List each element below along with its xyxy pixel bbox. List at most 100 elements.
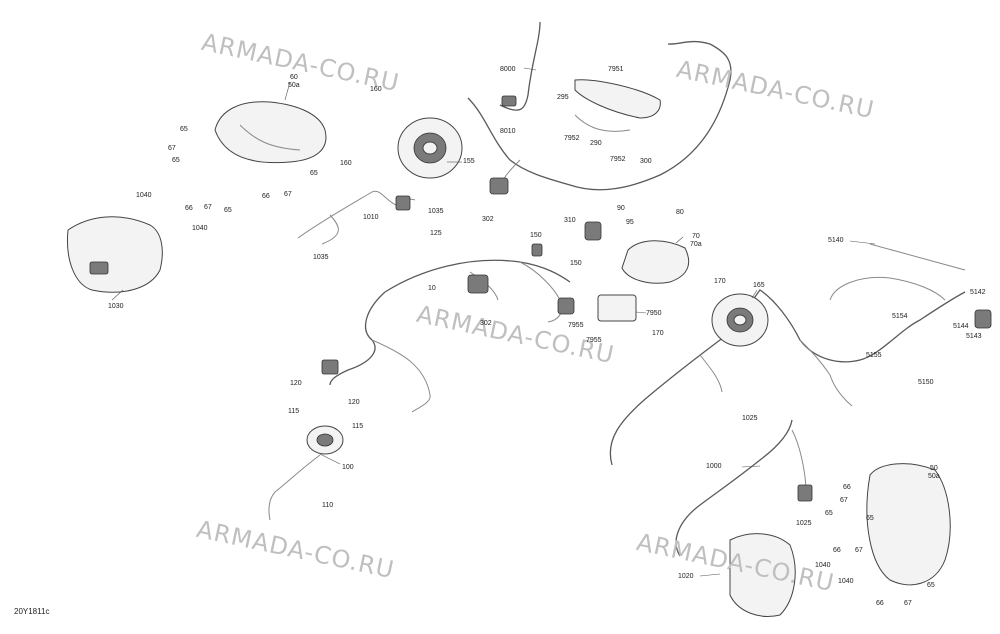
callout: 1030 (108, 303, 124, 310)
callout: 66 (876, 600, 884, 607)
callout: 7955 (586, 337, 602, 344)
harness-8000 (499, 21, 541, 111)
callout: 5150 (918, 379, 934, 386)
console-1020 (729, 533, 796, 617)
callout: 7951 (608, 66, 624, 73)
callout: 67 (204, 204, 212, 211)
callout: 300 (640, 158, 652, 165)
callout: 7952 (610, 156, 626, 163)
callout: 100 (342, 464, 354, 471)
callout: 115 (352, 423, 364, 430)
callout: 95 (626, 219, 634, 226)
callout: 5142 (970, 289, 986, 296)
antenna-5140 (869, 243, 966, 271)
callout: 115 (288, 408, 300, 415)
callout: 50 (930, 465, 938, 472)
harness-5150 (609, 289, 966, 466)
switch-310 (584, 221, 602, 241)
callout: 65 (224, 207, 232, 214)
callout: 65 (172, 157, 180, 164)
callout: 65 (825, 510, 833, 517)
callout: 7950 (646, 310, 662, 317)
harness-300 (467, 40, 732, 191)
callout: 160 (340, 160, 352, 167)
main-harness-branch (329, 291, 386, 386)
callout: 5144 (953, 323, 969, 330)
callout: 1035 (313, 254, 329, 261)
callout: 66 (833, 547, 841, 554)
connector-150 (531, 243, 543, 257)
callout: 1040 (136, 192, 152, 199)
callout: 65 (310, 170, 318, 177)
callout: 120 (348, 399, 360, 406)
module-70 (621, 240, 690, 284)
callout: 155 (463, 158, 475, 165)
callout: 5140 (828, 237, 844, 244)
callout: 302 (480, 320, 492, 327)
callout: 5155 (866, 352, 882, 359)
callout: 65 (927, 582, 935, 589)
callout: 66 (262, 193, 270, 200)
connector-1025 (797, 484, 813, 502)
callout: 125 (430, 230, 442, 237)
connector-5143 (974, 309, 992, 329)
callout: 67 (904, 600, 912, 607)
headlight-left (214, 101, 327, 164)
callout: 60 (290, 74, 298, 81)
callout: 10 (428, 285, 436, 292)
callout: 310 (564, 217, 576, 224)
callout: 1000 (706, 463, 722, 470)
main-harness (384, 259, 571, 293)
callout: 150 (570, 260, 582, 267)
callout: 1010 (363, 214, 379, 221)
callout: 1040 (815, 562, 831, 569)
harness-100 (268, 454, 321, 521)
callout: 5143 (966, 333, 982, 340)
callout: 67 (855, 547, 863, 554)
callout: 150 (530, 232, 542, 239)
callout: 1025 (796, 520, 812, 527)
connector-1035 (395, 195, 411, 211)
harness-1000 (675, 419, 793, 557)
callout: 1025 (742, 415, 758, 422)
callout: 8010 (500, 128, 516, 135)
callout: 8000 (500, 66, 516, 73)
callout: 66 (843, 484, 851, 491)
callout: 160 (370, 86, 382, 93)
callout: 165 (753, 282, 765, 289)
callout: 295 (557, 94, 569, 101)
display-7951 (574, 79, 661, 119)
callout: 50a (288, 82, 300, 89)
callout: 50a (928, 473, 940, 480)
callout: 120 (290, 380, 302, 387)
callout: 66 (185, 205, 193, 212)
callout: 70a (690, 241, 702, 248)
callout: 7952 (564, 135, 580, 142)
callout: 170 (652, 330, 664, 337)
callout: 65 (866, 515, 874, 522)
callout: 7955 (568, 322, 584, 329)
callout: 67 (284, 191, 292, 198)
callout: 1020 (678, 573, 694, 580)
callout: 65 (180, 126, 188, 133)
callout: 1040 (838, 578, 854, 585)
callout: 67 (840, 497, 848, 504)
callout: 67 (168, 145, 176, 152)
drawing-code: 20Y1811c (14, 607, 50, 616)
connector-8010 (501, 95, 517, 107)
callout: 1035 (428, 208, 444, 215)
callout: 290 (590, 140, 602, 147)
callout: 170 (714, 278, 726, 285)
callout: 1040 (192, 225, 208, 232)
module-7950 (597, 294, 637, 322)
callout: 110 (322, 502, 334, 509)
headlight-right (866, 463, 951, 586)
callout: 302 (482, 216, 494, 223)
callout: 90 (617, 205, 625, 212)
callout: 5154 (892, 313, 908, 320)
callout: 80 (676, 209, 684, 216)
console-1030 (66, 216, 163, 293)
callout: 70 (692, 233, 700, 240)
